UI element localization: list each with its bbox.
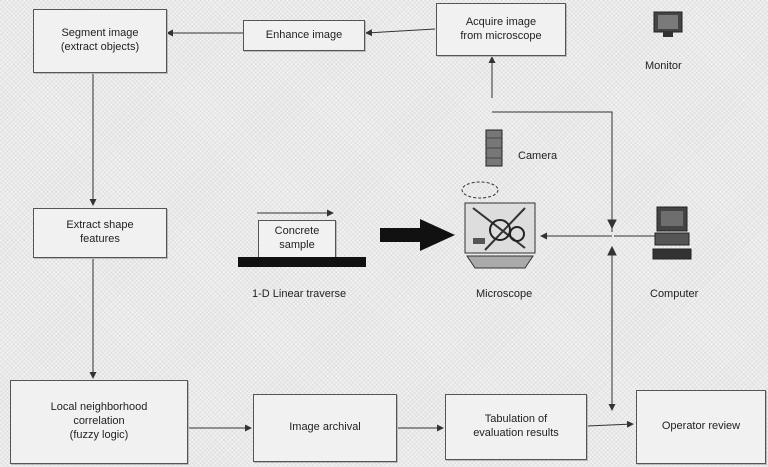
computer-icon	[652, 205, 692, 270]
camera-label: Camera	[518, 150, 558, 162]
operator-review-box: Operator review	[636, 390, 766, 464]
large-arrow-icon	[380, 219, 455, 251]
image-archival-box: Image archival	[253, 394, 397, 462]
enhance-image-box: Enhance image	[243, 20, 365, 51]
local-line-1: Local neighborhood	[50, 401, 148, 414]
segment-line-1: Segment image	[61, 27, 139, 40]
extract-line-2: features	[80, 233, 120, 245]
segment-image-box: Segment image (extract objects)	[33, 9, 167, 73]
local-correlation-box: Local neighborhood correlation (fuzzy lo…	[10, 380, 188, 464]
local-line-3: (fuzzy logic)	[69, 428, 129, 441]
sample-line-2: sample	[279, 239, 315, 251]
microscope-label: Microscope	[476, 288, 533, 300]
microscope-icon	[455, 178, 545, 278]
tabulation-line-2: evaluation results	[473, 427, 559, 439]
monitor-icon	[652, 10, 686, 45]
tabulation-box: Tabulation of evaluation results	[445, 394, 587, 460]
traverse-label: 1-D Linear traverse	[252, 288, 347, 300]
stage-icon	[238, 257, 366, 267]
local-line-2: correlation	[73, 415, 125, 428]
acquire-line-2: from microscope	[460, 29, 542, 42]
tabulation-line-1: Tabulation of	[484, 413, 548, 426]
concrete-sample-box: Concrete sample	[258, 220, 336, 258]
archival-line-1: Image archival	[289, 421, 361, 434]
operator-line-1: Operator review	[661, 420, 741, 433]
computer-label: Computer	[650, 288, 699, 300]
extract-features-box: Extract shape features	[33, 208, 167, 258]
acquire-line-1: Acquire image	[465, 15, 537, 28]
segment-line-2: (extract objects)	[60, 41, 140, 53]
acquire-image-box: Acquire image from microscope	[436, 3, 566, 56]
enhance-line-1: Enhance image	[265, 28, 343, 41]
extract-line-1: Extract shape	[66, 219, 134, 232]
sample-line-1: Concrete	[274, 225, 320, 238]
camera-icon	[484, 128, 504, 173]
monitor-label: Monitor	[645, 60, 682, 72]
